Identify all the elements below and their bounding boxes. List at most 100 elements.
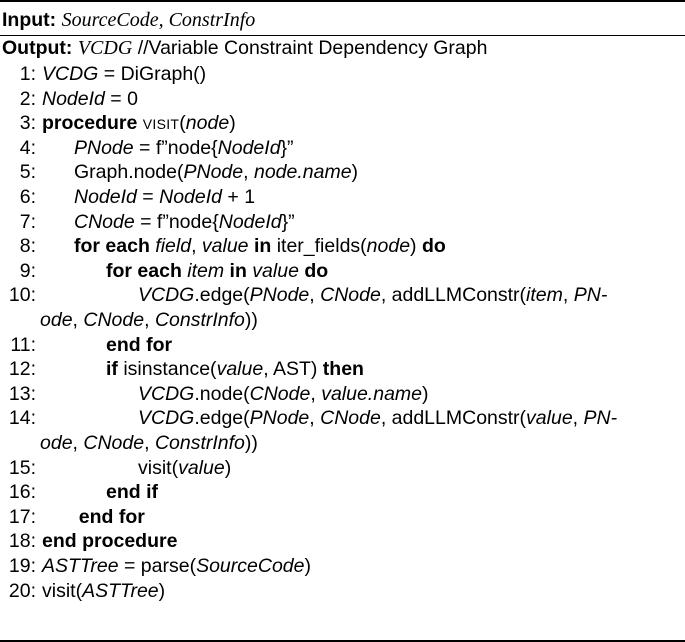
code-token: ASTTree (42, 555, 119, 577)
algorithm-line: 19: ASTTree = parse(SourceCode) (0, 554, 685, 579)
code-token: iter_fields( (276, 235, 367, 258)
code-token: , addLLMConstr( (380, 284, 527, 307)
line-number: 7: (19, 210, 36, 233)
line-code-continuation: ode, CNode, ConstrInfo)) (40, 308, 258, 333)
line-number: 19: (8, 555, 36, 577)
code-token: ) (158, 579, 166, 602)
algorithm-line: 11:end for (0, 333, 685, 358)
code-token: .node( (194, 382, 250, 405)
code-token: node (366, 235, 411, 258)
code-token: node.name (253, 161, 352, 184)
input-value: SourceCode, ConstrInfo (61, 9, 256, 31)
code-token: , (310, 382, 322, 405)
input-line: Input: SourceCode, ConstrInfo (2, 8, 255, 33)
code-token: CNode (320, 284, 381, 307)
algorithm-line: 20: visit(ASTTree) (0, 579, 685, 604)
line-number: 18: (8, 530, 36, 553)
code-token: , (572, 407, 584, 430)
code-token: in (224, 259, 253, 282)
code-token: ode (40, 432, 73, 454)
code-token: + 1 (222, 186, 256, 208)
code-token: in (248, 235, 277, 258)
code-token: if (106, 358, 124, 381)
line-code: VCDG.edge(PNode, CNode, addLLMConstr(val… (138, 406, 617, 431)
line-number: 2: (19, 87, 36, 110)
input-label: Input: (2, 9, 57, 31)
output-line: Output: VCDG //Variable Constraint Depen… (2, 36, 487, 61)
code-token: isinstance( (123, 358, 217, 381)
code-token: , AST) (263, 358, 323, 381)
line-number: 13: (8, 382, 36, 405)
line-code: VCDG.edge(PNode, CNode, addLLMConstr(ite… (138, 283, 607, 308)
algorithm-line: 6:NodeId = NodeId + 1 (0, 185, 685, 210)
line-number: 16: (8, 481, 36, 504)
code-token: , addLLMConstr( (380, 407, 527, 430)
algorithm-line: 5:Graph.node(PNode, node.name) (0, 160, 685, 185)
code-token: node (185, 112, 230, 135)
algorithm-line: 17:end for (0, 505, 685, 530)
line-code: CNode = f”node{NodeId}” (74, 210, 295, 235)
code-token: for each (74, 235, 156, 258)
algorithm-line: 18:end procedure (0, 529, 685, 554)
code-token: value.name (321, 382, 423, 405)
code-token: CNode (83, 309, 145, 331)
code-token: , (562, 284, 574, 307)
code-token: ode (40, 309, 73, 331)
line-code: if isinstance(value, AST) then (106, 357, 364, 382)
algorithm-line: 13:VCDG.node(CNode, value.name) (0, 382, 685, 407)
code-token: ) (422, 382, 429, 405)
line-number: 4: (19, 136, 36, 159)
code-token: = f”node{ (133, 136, 218, 159)
header-divider (0, 35, 685, 36)
code-token: = (136, 186, 160, 208)
code-token: .edge( (194, 284, 250, 307)
line-code: end for (106, 333, 172, 358)
code-token: }” (280, 136, 294, 159)
code-token: procedure (42, 112, 143, 135)
output-comment: //Variable Constraint Dependency Graph (137, 37, 488, 59)
code-token: CNode (320, 407, 381, 430)
code-token: = f”node{ (134, 210, 219, 233)
algorithm-line: 16: end if (0, 480, 685, 505)
line-code: NodeId = 0 (42, 87, 138, 112)
code-token: value (201, 235, 249, 258)
line-code: ASTTree = parse(SourceCode) (42, 554, 311, 579)
code-token: ASTTree (82, 579, 159, 602)
code-token: PN- (583, 407, 618, 430)
code-token: , (309, 284, 321, 307)
code-token: CNode (83, 432, 145, 454)
line-code: end if (106, 480, 158, 505)
algorithm-line: 3:procedure VISIT(node) (0, 111, 685, 136)
code-token: item (187, 259, 225, 282)
code-token: end for (78, 505, 145, 528)
line-number: 14: (8, 407, 36, 430)
line-number: 10: (8, 284, 36, 307)
code-token: PNode (249, 407, 310, 430)
algorithm-line: 4: PNode = f”node{NodeId}” (0, 136, 685, 161)
code-token: ( (179, 112, 186, 135)
code-token: , (191, 235, 202, 258)
line-number: 15: (8, 456, 36, 479)
code-token: NodeId (217, 136, 281, 159)
line-code: end for (79, 505, 145, 530)
code-token: = DiGraph() (98, 63, 207, 85)
algorithm-line: 1:VCDG = DiGraph() (0, 62, 685, 87)
code-token: }” (281, 210, 295, 233)
output-label: Output: (2, 37, 73, 59)
code-token: do (298, 259, 329, 282)
line-number: 6: (19, 186, 36, 208)
code-token: ) (224, 456, 232, 479)
line-code: for each item in value do (106, 259, 328, 284)
code-token: VCDG (138, 284, 195, 307)
code-token: , (144, 432, 155, 454)
code-token: visit( (42, 579, 83, 602)
code-token: ) (229, 112, 236, 135)
code-token: end if (106, 481, 158, 504)
line-code: visit(value) (138, 456, 231, 481)
code-token: VCDG (138, 382, 195, 405)
algorithm-line: 15: visit(value) (0, 456, 685, 481)
code-token: NodeId (74, 186, 137, 208)
line-number: 20: (8, 579, 36, 602)
line-code: PNode = f”node{NodeId}” (74, 136, 294, 161)
code-token: ) (351, 161, 359, 184)
